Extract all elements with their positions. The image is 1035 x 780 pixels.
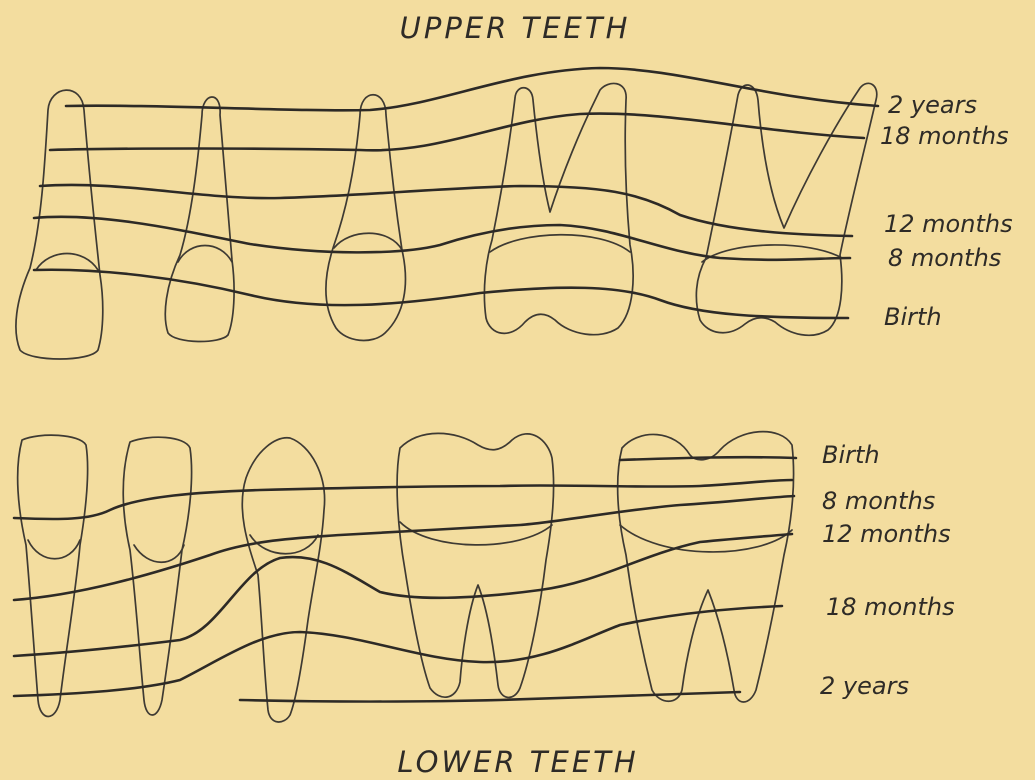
upper-central-incisor-crown xyxy=(36,254,98,271)
lower-teeth-title: LOWER TEETH xyxy=(397,745,638,779)
upper-label-12-months: 12 months xyxy=(884,210,1013,238)
upper-band-birth xyxy=(34,270,848,318)
upper-label-2-years: 2 years xyxy=(888,91,977,119)
lower-label-12-months: 12 months xyxy=(822,520,951,548)
lower-central-incisor-crown xyxy=(28,540,80,559)
lower-lateral-incisor-outline xyxy=(123,437,191,715)
upper-band-2-years xyxy=(66,68,878,110)
upper-band-8-months xyxy=(34,217,850,260)
upper-first-molar-crown xyxy=(490,235,630,252)
lower-teeth-group xyxy=(14,432,796,722)
lower-lateral-incisor-crown xyxy=(134,545,184,562)
lower-label-8-months: 8 months xyxy=(822,487,935,515)
lower-second-molar-outline xyxy=(618,432,794,702)
upper-band-12-months xyxy=(40,185,852,236)
upper-canine-crown xyxy=(334,233,402,250)
upper-label-18-months: 18 months xyxy=(880,122,1009,150)
upper-teeth-group xyxy=(16,68,878,359)
upper-teeth-title: UPPER TEETH xyxy=(400,11,631,45)
lower-central-incisor-outline xyxy=(18,435,88,716)
upper-lateral-incisor-outline xyxy=(165,97,234,342)
upper-first-molar-outline xyxy=(484,83,633,334)
upper-second-molar-outline xyxy=(696,83,876,335)
lower-label-2-years: 2 years xyxy=(820,672,909,700)
upper-lateral-incisor-crown xyxy=(178,246,232,263)
upper-label-birth: Birth xyxy=(884,303,942,331)
lower-band-8-months xyxy=(14,480,792,519)
lower-canine-outline xyxy=(242,438,324,722)
upper-band-18-months xyxy=(50,114,864,151)
lower-second-molar-crown xyxy=(620,525,792,552)
lower-label-18-months: 18 months xyxy=(826,593,955,621)
lower-band-2-years xyxy=(14,606,782,696)
lower-band-birth xyxy=(620,457,796,460)
lower-label-birth: Birth xyxy=(822,441,880,469)
upper-central-incisor-outline xyxy=(16,90,103,359)
upper-label-8-months: 8 months xyxy=(888,244,1001,272)
